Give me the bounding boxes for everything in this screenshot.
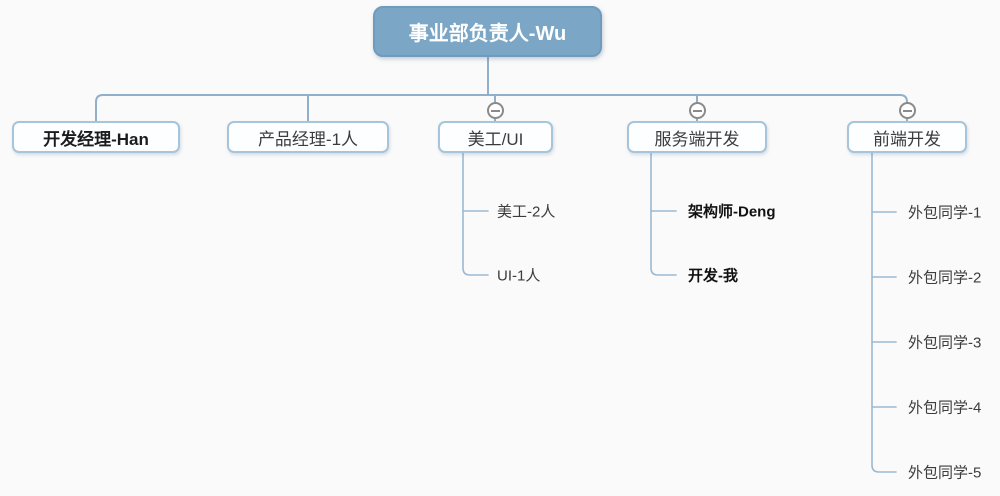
leaf-art-1-label: 美工-2人 bbox=[497, 203, 556, 221]
node-product-manager[interactable]: 产品经理-1人 bbox=[227, 121, 389, 153]
leaf-frontend-5[interactable]: 外包同学-5 bbox=[908, 462, 981, 483]
leaf-frontend-2-label: 外包同学-2 bbox=[908, 269, 982, 287]
node-root-label: 事业部负责人-Wu bbox=[408, 23, 567, 45]
leaf-frontend-4[interactable]: 外包同学-4 bbox=[908, 397, 981, 418]
node-art-ui-label: 美工/UI bbox=[467, 129, 524, 149]
minus-icon bbox=[903, 109, 912, 112]
leaf-frontend-3[interactable]: 外包同学-3 bbox=[908, 332, 981, 353]
leaf-server-2[interactable]: 开发-我 bbox=[688, 265, 738, 286]
node-dev-manager-label: 开发经理-Han bbox=[43, 129, 149, 149]
node-server-dev[interactable]: 服务端开发 bbox=[627, 121, 767, 153]
leaf-art-2[interactable]: UI-1人 bbox=[497, 265, 540, 286]
connector-frontend-branch bbox=[871, 152, 897, 473]
node-server-dev-label: 服务端开发 bbox=[654, 129, 740, 149]
leaf-frontend-1-label: 外包同学-1 bbox=[908, 204, 982, 222]
node-art-ui[interactable]: 美工/UI bbox=[438, 121, 553, 153]
connector-server-branch bbox=[650, 152, 677, 276]
leaf-art-2-label: UI-1人 bbox=[497, 267, 541, 285]
node-frontend-dev[interactable]: 前端开发 bbox=[847, 121, 967, 153]
leaf-server-1-label: 架构师-Deng bbox=[688, 203, 776, 221]
leaf-frontend-5-label: 外包同学-5 bbox=[908, 464, 982, 482]
node-root[interactable]: 事业部负责人-Wu bbox=[373, 6, 602, 57]
collapse-button-art-ui[interactable] bbox=[487, 102, 504, 119]
node-frontend-dev-label: 前端开发 bbox=[873, 129, 941, 149]
connector-art-branch bbox=[462, 152, 489, 276]
leaf-frontend-2[interactable]: 外包同学-2 bbox=[908, 267, 981, 288]
leaf-frontend-1[interactable]: 外包同学-1 bbox=[908, 202, 981, 223]
leaf-frontend-3-label: 外包同学-3 bbox=[908, 334, 982, 352]
minus-icon bbox=[693, 109, 702, 112]
leaf-server-1[interactable]: 架构师-Deng bbox=[688, 201, 776, 222]
leaf-server-2-label: 开发-我 bbox=[688, 267, 738, 285]
node-dev-manager[interactable]: 开发经理-Han bbox=[12, 121, 180, 153]
leaf-art-1[interactable]: 美工-2人 bbox=[497, 201, 555, 222]
collapse-button-frontend-dev[interactable] bbox=[899, 102, 916, 119]
leaf-frontend-4-label: 外包同学-4 bbox=[908, 399, 982, 417]
node-product-manager-label: 产品经理-1人 bbox=[257, 129, 359, 149]
collapse-button-server-dev[interactable] bbox=[689, 102, 706, 119]
minus-icon bbox=[491, 109, 500, 112]
